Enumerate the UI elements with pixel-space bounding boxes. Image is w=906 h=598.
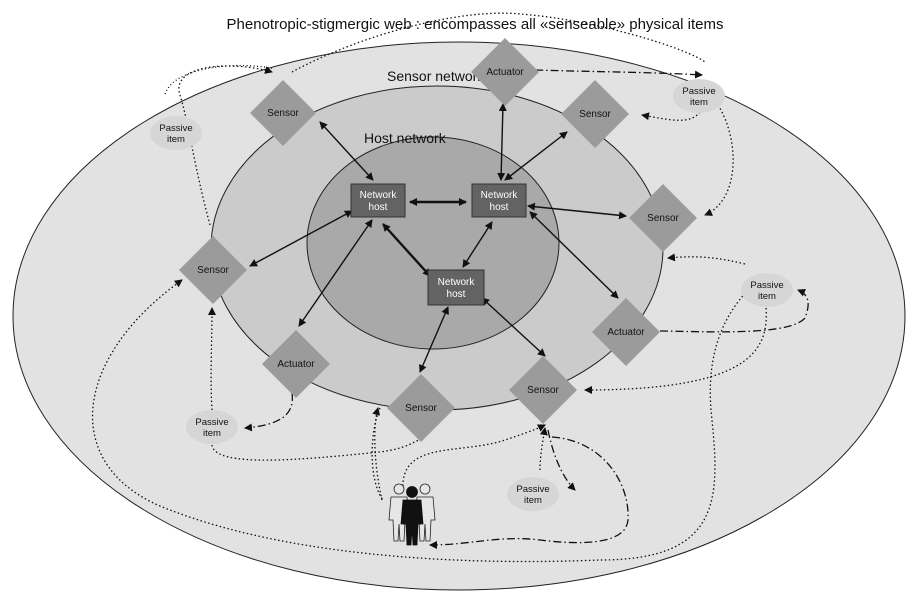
path-p5-to-s4 [667,253,746,265]
path-p1-loop [164,64,273,96]
sensor-4: Sensor [629,184,697,252]
passive-item-3-line2: item [524,495,542,506]
link-h3-s6 [481,297,546,357]
passive-item-5-line1: Passive [750,280,783,291]
link-h2-h3 [462,221,493,268]
actuator-2-label: Actuator [486,67,524,78]
link-h2-a2 [497,103,507,181]
link-h2-s3 [504,131,568,181]
network-host-1: Network host [350,183,406,218]
sensor-1: Sensor [250,80,316,146]
path-s6-to-p3 [547,429,576,491]
link-h3-s5 [419,306,449,373]
passive-item-1-line1: Passive [159,123,192,134]
people-group-icon [388,483,436,546]
path-person-to-s6 [402,424,546,491]
path-p2-to-s5 [211,439,421,461]
path-p5-to-bottom [92,279,749,563]
path-s5-start [372,407,383,501]
diagram-title: Phenotropic-stigmergic web : encompasses… [227,16,724,33]
passive-item-4-line2: item [690,97,708,108]
dotted-links [92,12,767,563]
host-network-label: Host network [364,130,447,146]
sensor-2-label: Sensor [197,265,229,276]
passive-item-1-line2: item [167,134,185,145]
passive-item-2-line2: item [203,428,221,439]
link-h2-a3 [529,211,619,299]
passive-item-3-line1: Passive [516,484,549,495]
sensor-5-label: Sensor [405,403,437,414]
path-s2-to-s1 [178,65,273,226]
path-a1-to-p2 [244,392,293,432]
host-3-line1: Network [438,277,476,288]
path-p4-to-s4 [704,104,734,216]
host-network-ring [306,136,560,350]
network-host-2: Network host [471,183,527,218]
passive-item-4: Passive item [673,79,725,113]
link-h1-s1 [319,121,374,181]
passive-item-2-line1: Passive [195,417,228,428]
path-s1-to-topcurve [291,12,706,73]
sensor-6-label: Sensor [527,385,559,396]
passive-item-3: Passive item [507,477,559,511]
sensor-3-label: Sensor [579,109,611,120]
sensor-network-label: Sensor network [387,68,485,84]
dashdot-links [244,69,809,549]
path-s6-to-person [429,436,629,549]
passive-item-1: Passive item [150,116,202,150]
actuator-1-label: Actuator [277,359,315,370]
link-h1-a1 [298,219,373,327]
sensor-4-label: Sensor [647,213,679,224]
sensor-2: Sensor [179,236,247,304]
sensor-5: Sensor [387,374,455,442]
actuator-3: Actuator [592,298,660,366]
sensor-3: Sensor [561,80,629,148]
host-1-line2: host [369,202,388,213]
actuator-1: Actuator [262,330,330,398]
host-3-line2: host [447,289,466,300]
path-a2-to-p4 [534,69,703,79]
link-h1-h3 [382,223,431,277]
path-p5-to-s6 [584,295,767,394]
sensor-1-label: Sensor [267,108,299,119]
host-2-line1: Network [481,190,519,201]
passive-item-5: Passive item [741,273,793,307]
host-2-line2: host [490,202,509,213]
path-p4-to-s3 [641,111,701,121]
actuator-2: Actuator [471,38,539,106]
sensor-6: Sensor [509,356,577,424]
host-1-line1: Network [360,190,398,201]
passive-item-5-line2: item [758,291,776,302]
passive-item-4-line1: Passive [682,86,715,97]
actuator-3-label: Actuator [607,327,645,338]
solid-links [249,103,627,373]
network-host-3: Network host [427,269,485,306]
passive-item-2: Passive item [186,410,238,444]
